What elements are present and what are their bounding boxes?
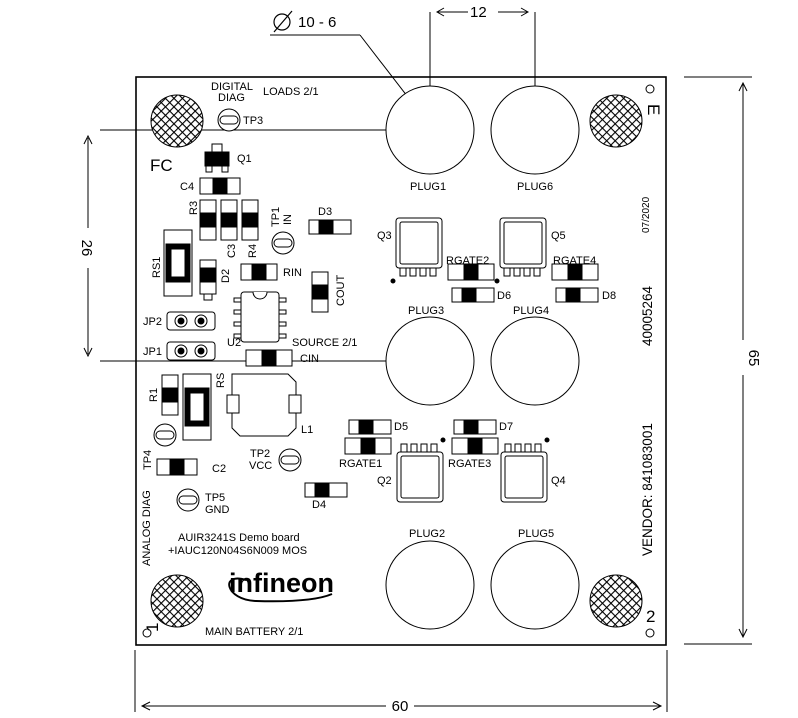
corner-holes [142, 84, 655, 638]
l1-label: L1 [301, 424, 313, 436]
r3-label: R3 [188, 201, 200, 215]
plug1-label: PLUG1 [410, 181, 446, 193]
tp1-label: TP1 [270, 207, 282, 227]
vcc-label: VCC [249, 460, 272, 472]
q1-label: Q1 [237, 153, 252, 165]
tp3-label: TP3 [243, 115, 263, 127]
main-battery-label: MAIN BATTERY 2/1 [205, 626, 303, 638]
tp4-label: TP4 [142, 450, 154, 470]
demo-board-label-2: +IAUC120N04S6N009 MOS [168, 545, 307, 557]
dim-height-right: 65 [745, 350, 762, 367]
d3-label: D3 [318, 206, 332, 218]
u2-label: U2 [227, 337, 241, 349]
mosfet-q5 [494, 217, 547, 284]
demo-board-label-1: AUIR3241S Demo board [178, 532, 300, 544]
plug4-label: PLUG4 [513, 305, 549, 317]
d8-label: D8 [602, 290, 616, 302]
c2-label: C2 [212, 463, 226, 475]
q2-label: Q2 [377, 475, 392, 487]
corner-label-2: 2 [646, 607, 655, 626]
tp5-label: TP5 [205, 492, 225, 504]
d2-label: D2 [220, 269, 232, 283]
rs1-label: RS1 [151, 257, 163, 278]
jp2-label: JP2 [143, 316, 162, 328]
diode-d2 [199, 259, 217, 301]
dim-width-bottom: 60 [392, 698, 409, 715]
jumpers [166, 311, 216, 361]
smd-parts [156, 177, 599, 498]
cin-label: CIN [300, 353, 319, 365]
plug-circles [385, 85, 580, 630]
c3-label: C3 [226, 244, 238, 258]
plug2-label: PLUG2 [409, 528, 445, 540]
r1-label: R1 [148, 388, 160, 402]
mosfet-q2 [396, 437, 446, 503]
rgate2-label: RGATE2 [446, 255, 489, 267]
q3-label: Q3 [377, 230, 392, 242]
loads-label: LOADS 2/1 [263, 86, 319, 98]
rs-label: RS [215, 373, 227, 388]
resistor-rs1 [163, 229, 193, 297]
mosfet-q3 [390, 217, 443, 284]
rin-label: RIN [283, 267, 302, 279]
source-label: SOURCE 2/1 [292, 337, 357, 349]
dim-height-left: 26 [78, 240, 95, 257]
gnd-label: GND [205, 504, 230, 516]
ic-u2 [233, 291, 287, 343]
diameter-icon [273, 10, 293, 33]
q5-label: Q5 [551, 230, 566, 242]
date-label: 07/2020 [641, 196, 652, 233]
dim-hole: 10 - 6 [298, 14, 336, 31]
jp1-label: JP1 [143, 346, 162, 358]
mounting-pads [150, 94, 643, 628]
fc-label: FC [150, 156, 173, 175]
d6-label: D6 [497, 290, 511, 302]
cout-label: COUT [335, 275, 347, 306]
rgate3-label: RGATE3 [448, 458, 491, 470]
inductor-l1 [226, 373, 302, 437]
test-points [153, 108, 302, 512]
infineon-logo: infineon [228, 568, 334, 603]
q4-label: Q4 [551, 475, 566, 487]
d4-label: D4 [312, 499, 326, 511]
c4-label: C4 [180, 181, 194, 193]
d5-label: D5 [394, 421, 408, 433]
vendor-label: VENDOR: 841083001 [640, 423, 655, 556]
digital-diag-label-1: DIGITAL [211, 81, 253, 93]
plug5-label: PLUG5 [518, 528, 554, 540]
r4-label: R4 [247, 244, 259, 258]
digital-diag-label-2: DIAG [218, 92, 245, 104]
resistor-rs [182, 373, 212, 441]
transistor-q1 [204, 143, 230, 173]
plug3-label: PLUG3 [408, 305, 444, 317]
analog-diag-label: ANALOG DIAG [141, 490, 153, 566]
rgate1-label: RGATE1 [339, 458, 382, 470]
d7-label: D7 [499, 421, 513, 433]
corner-label-3: E [644, 104, 663, 115]
mosfet-q4 [500, 437, 550, 503]
dim-plug-spacing: 12 [470, 4, 487, 21]
corner-label-1: 1 [143, 623, 162, 632]
tp2-label: TP2 [250, 448, 270, 460]
code-label: 40005264 [640, 285, 655, 346]
plug6-label: PLUG6 [517, 181, 553, 193]
rgate4-label: RGATE4 [553, 255, 596, 267]
svg-text:infineon: infineon [229, 568, 334, 598]
in-label: IN [282, 214, 294, 225]
